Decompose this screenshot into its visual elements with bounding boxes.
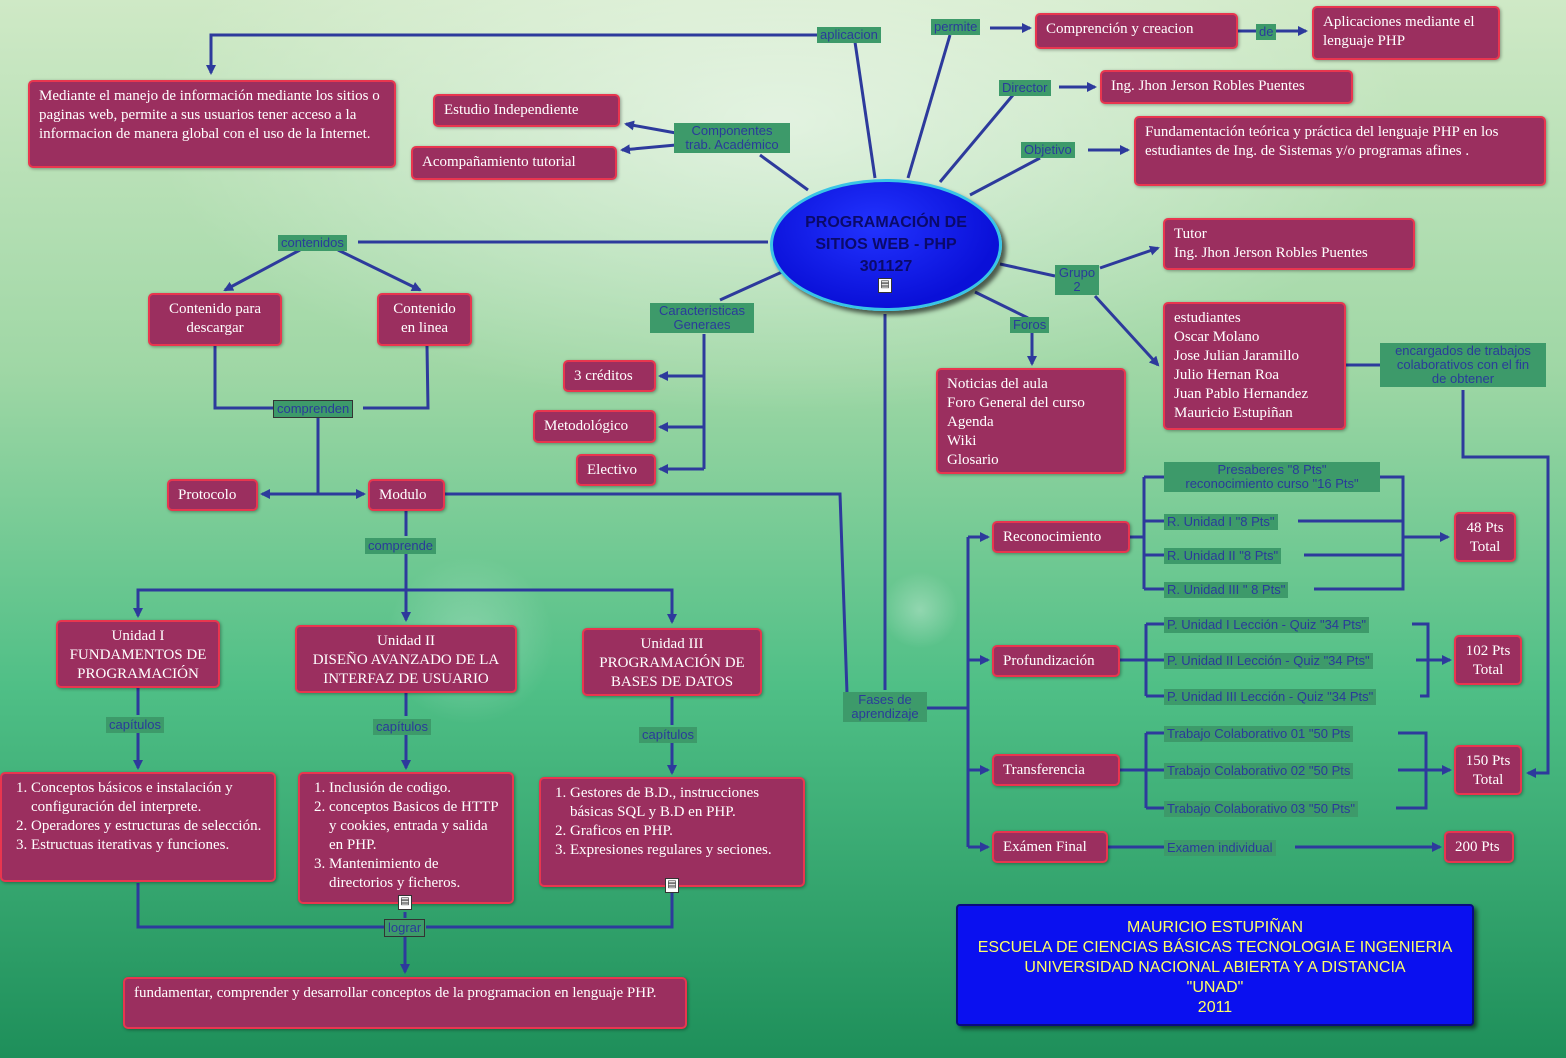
node-comprension-creacion[interactable]: Comprención y creacion xyxy=(1035,13,1238,49)
node-transferencia[interactable]: Transferencia xyxy=(992,754,1120,786)
label-capitulos-2: capítulos xyxy=(373,719,432,735)
node-creditos[interactable]: 3 créditos xyxy=(563,360,656,392)
node-total-150[interactable]: 150 Pts Total xyxy=(1454,745,1522,795)
label-profundizacion-item: P. Unidad III Lección - Quiz "34 Pts" xyxy=(1164,689,1377,705)
node-foros-list[interactable]: Noticias del aula Foro General del curso… xyxy=(936,368,1126,474)
chapter-item: Graficos en PHP. xyxy=(570,822,794,841)
node-aplicaciones-php[interactable]: Aplicaciones mediante el lenguaje PHP xyxy=(1312,6,1500,60)
node-total-102[interactable]: 102 Pts Total xyxy=(1454,635,1522,685)
label-profundizacion-item: P. Unidad I Lección - Quiz "34 Pts" xyxy=(1164,617,1370,633)
chapter-item: Gestores de B.D., instrucciones básicas … xyxy=(570,784,794,822)
chapter-item: Mantenimiento de directorios y ficheros. xyxy=(329,855,503,893)
node-unidad-1[interactable]: Unidad I FUNDAMENTOS DE PROGRAMACIÓN xyxy=(56,620,220,688)
label-capitulos-1: capítulos xyxy=(106,717,165,733)
label-caracteristicas: Caracteristicas Generaes xyxy=(650,303,754,333)
node-contenido-linea[interactable]: Contenido en linea xyxy=(377,293,472,346)
node-unidad-3[interactable]: Unidad III PROGRAMACIÓN DE BASES DE DATO… xyxy=(582,628,762,696)
label-transferencia-item: Trabajo Colaborativo 02 "50 Pts xyxy=(1164,763,1354,779)
label-capitulos-3: capítulos xyxy=(639,727,698,743)
node-aplicacion-description[interactable]: Mediante el manejo de información median… xyxy=(28,80,396,168)
node-acompanamiento-tutorial[interactable]: Acompañamiento tutorial xyxy=(411,146,617,180)
label-contenidos: contenidos xyxy=(278,235,347,251)
label-componentes: Componentes trab. Académico xyxy=(674,123,790,153)
node-examen-final[interactable]: Exámen Final xyxy=(992,831,1108,863)
node-director-name[interactable]: Ing. Jhon Jerson Robles Puentes xyxy=(1100,70,1353,104)
label-transferencia-item: Trabajo Colaborativo 01 "50 Pts xyxy=(1164,726,1354,742)
label-lograr: lograr xyxy=(384,919,426,937)
credits-line: "UNAD" xyxy=(1186,979,1244,996)
credits-line: 2011 xyxy=(1197,999,1233,1016)
credits-box: MAURICIO ESTUPIÑAN ESCUELA DE CIENCIAS B… xyxy=(956,904,1474,1026)
label-reconocimiento-item: R. Unidad II "8 Pts" xyxy=(1164,548,1282,564)
label-comprenden: comprenden xyxy=(273,400,354,418)
node-lograr-text[interactable]: fundamentar, comprender y desarrollar co… xyxy=(123,977,687,1029)
label-transferencia-item: Trabajo Colaborativo 03 "50 Pts" xyxy=(1164,801,1358,817)
label-comprende: comprende xyxy=(365,538,437,554)
label-reconocimiento-item: R. Unidad III " 8 Pts" xyxy=(1164,582,1289,598)
label-objetivo: Objetivo xyxy=(1021,142,1075,158)
node-unidad-1-chapters[interactable]: Conceptos básicos e instalación y config… xyxy=(0,772,276,882)
note-icon[interactable]: ▤ xyxy=(878,278,892,293)
node-metodologico[interactable]: Metodológico xyxy=(533,410,656,443)
label-de: de xyxy=(1256,24,1277,40)
node-tutor[interactable]: Tutor Ing. Jhon Jerson Robles Puentes xyxy=(1163,218,1415,270)
label-permite: permite xyxy=(931,19,981,35)
label-reconocimiento-item: R. Unidad I "8 Pts" xyxy=(1164,514,1278,530)
label-profundizacion-item: P. Unidad II Lección - Quiz "34 Pts" xyxy=(1164,653,1373,669)
node-estudiantes[interactable]: estudiantes Oscar Molano Jose Julian Jar… xyxy=(1163,302,1346,430)
node-unidad-2-chapters[interactable]: Inclusión de codigo.conceptos Basicos de… xyxy=(298,772,514,904)
label-foros: Foros xyxy=(1010,317,1050,333)
credits-line: ESCUELA DE CIENCIAS BÁSICAS TECNOLOGIA E… xyxy=(977,939,1453,956)
label-grupo: Grupo 2 xyxy=(1055,265,1099,295)
label-encargados: encargados de trabajos colaborativos con… xyxy=(1380,343,1546,387)
node-modulo[interactable]: Modulo xyxy=(368,479,445,511)
chapter-item: Operadores y estructuras de selección. xyxy=(31,817,265,836)
node-unidad-3-chapters[interactable]: Gestores de B.D., instrucciones básicas … xyxy=(539,777,805,887)
node-contenido-descargar[interactable]: Contenido para descargar xyxy=(148,293,282,346)
node-estudio-independiente[interactable]: Estudio Independiente xyxy=(433,94,620,127)
note-icon[interactable]: ▤ xyxy=(665,878,679,893)
label-examen-individual: Examen individual xyxy=(1164,840,1276,856)
label-director: Director xyxy=(999,80,1051,96)
label-aplicacion: aplicacion xyxy=(817,27,881,43)
node-reconocimiento[interactable]: Reconocimiento xyxy=(992,521,1130,553)
chapter-item: Expresiones regulares y seciones. xyxy=(570,841,794,860)
chapter-item: conceptos Basicos de HTTP y cookies, ent… xyxy=(329,798,503,855)
node-unidad-2[interactable]: Unidad II DISEÑO AVANZADO DE LA INTERFAZ… xyxy=(295,625,517,693)
chapter-item: Inclusión de codigo. xyxy=(329,779,503,798)
label-reconocimiento-item: Presaberes "8 Pts" reconocimiento curso … xyxy=(1164,462,1380,492)
chapter-item: Estructuas iterativas y funciones. xyxy=(31,836,265,855)
credits-line: UNIVERSIDAD NACIONAL ABIERTA Y A DISTANC… xyxy=(1024,959,1406,976)
node-protocolo[interactable]: Protocolo xyxy=(167,479,258,511)
node-200-pts[interactable]: 200 Pts xyxy=(1444,831,1514,863)
node-profundizacion[interactable]: Profundización xyxy=(992,645,1120,677)
node-total-48[interactable]: 48 Pts Total xyxy=(1454,512,1516,562)
credits-line: MAURICIO ESTUPIÑAN xyxy=(1126,919,1303,936)
chapter-item: Conceptos básicos e instalación y config… xyxy=(31,779,265,817)
node-electivo[interactable]: Electivo xyxy=(576,454,656,486)
label-fases: Fases de aprendizaje xyxy=(843,692,927,722)
note-icon[interactable]: ▤ xyxy=(398,895,412,910)
node-objetivo-text[interactable]: Fundamentación teórica y práctica del le… xyxy=(1134,116,1546,186)
